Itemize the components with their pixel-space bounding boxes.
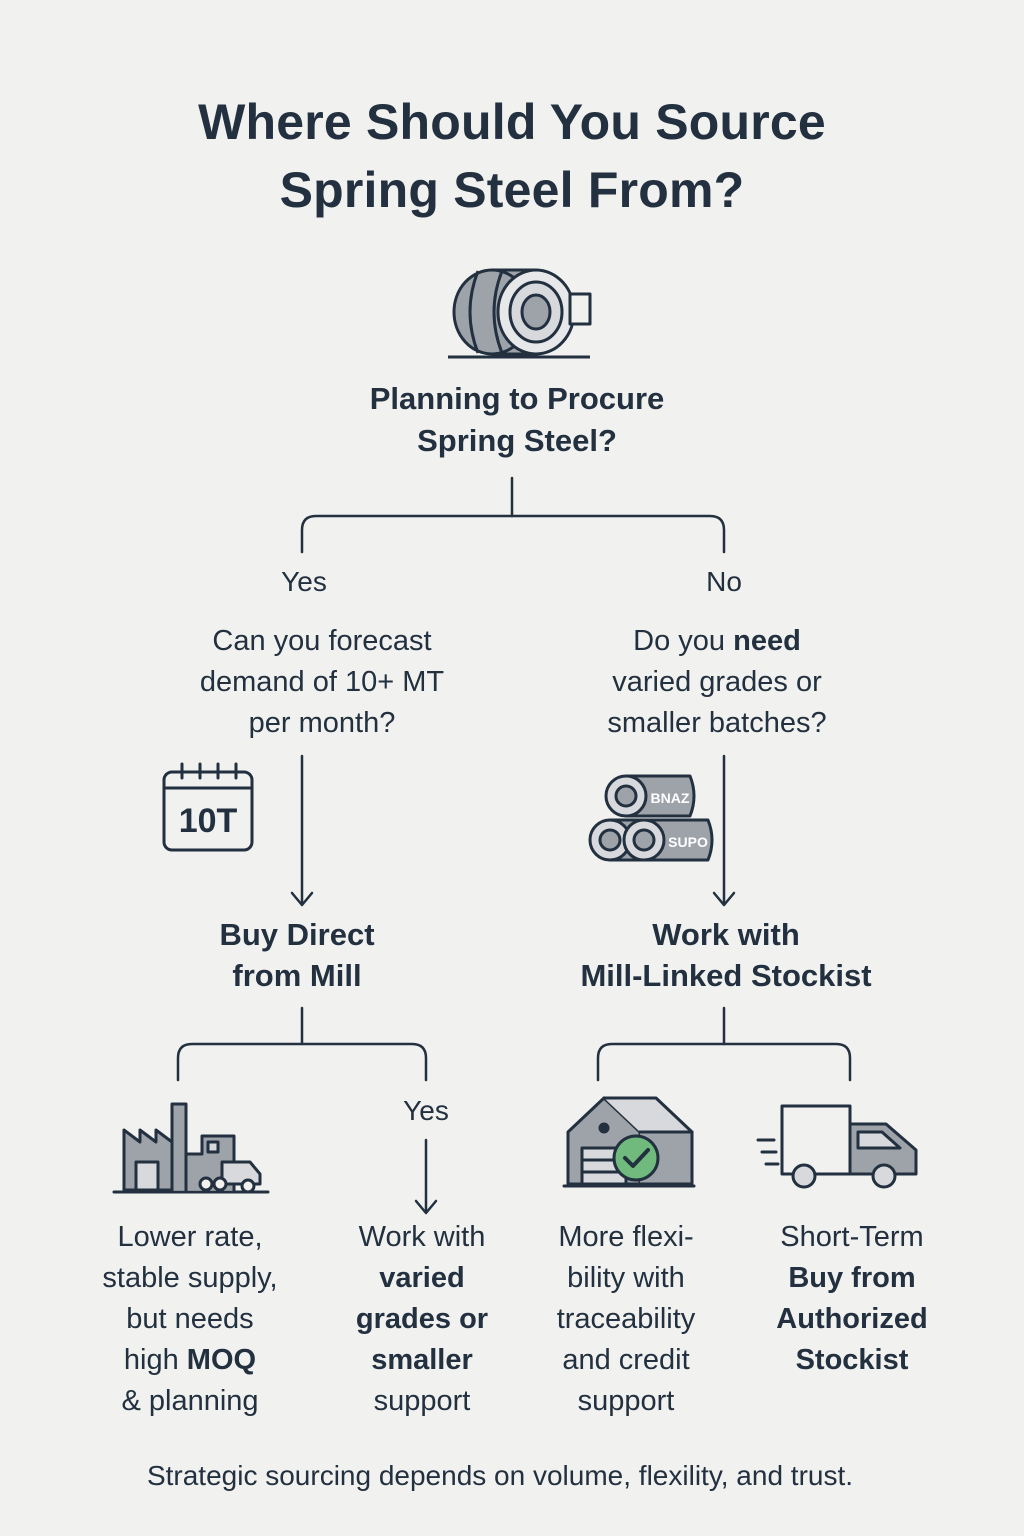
left-question-line-3: per month? [248, 707, 396, 739]
leaf-varied-line-3: grades or [355, 1303, 489, 1335]
leaf-varied-grades: Work with varied grades or smaller suppo… [332, 1217, 512, 1422]
left-question: Can you forecast demand of 10+ MT per mo… [152, 621, 492, 744]
left-decision-line-2: from Mill [232, 958, 362, 993]
page-title: Where Should You Source Spring Steel Fro… [0, 88, 1024, 224]
right-arrowhead [712, 891, 736, 907]
calendar-icon: 10T [162, 762, 254, 852]
lower-yes-arrowhead [414, 1199, 438, 1215]
title-line-2: Spring Steel From? [279, 162, 745, 218]
leaf-varied-line-5: support [373, 1385, 471, 1417]
branch-label-yes: Yes [281, 566, 327, 597]
leaf-flex-line-1: More flexi- [558, 1221, 694, 1253]
leaf-mill-line-3: but needs [126, 1303, 254, 1335]
leaf-short-line-1: Short-Term [780, 1221, 924, 1253]
right-question-line-1-emphasis: need [733, 625, 801, 657]
warehouse-check-icon [562, 1096, 696, 1188]
leaf-short-line-4: Stockist [795, 1344, 909, 1376]
right-decision-line-2: Mill-Linked Stockist [580, 958, 872, 993]
left-question-line-2: demand of 10+ MT [199, 666, 445, 698]
delivery-van-icon [756, 1104, 918, 1189]
root-question-line-1: Planning to Procure [369, 381, 665, 416]
leaf-mill-moq: MOQ [186, 1344, 257, 1376]
left-question-line-1: Can you forecast [212, 625, 432, 657]
leaf-mill-direct: Lower rate, stable supply, but needs hig… [70, 1217, 310, 1422]
leaf-flex-line-5: support [577, 1385, 675, 1417]
leaf-varied-line-1: Work with [358, 1221, 486, 1253]
leaf-flex-line-4: and credit [562, 1344, 690, 1376]
leaf-mill-line-5: & planning [121, 1385, 259, 1417]
leaf-short-term: Short-Term Buy from Authorized Stockist [746, 1217, 958, 1381]
leaf-short-line-3: Authorized [776, 1303, 928, 1335]
right-decision-line-1: Work with [652, 917, 800, 952]
branch-label-no: No [706, 566, 742, 597]
footer-caption: Strategic sourcing depends on volume, fl… [146, 1460, 854, 1491]
right-decision: Work with Mill-Linked Stockist [540, 914, 912, 996]
right-question: Do you need varied grades or smaller bat… [556, 621, 878, 744]
leaf-mill-line-2: stable supply, [102, 1262, 278, 1294]
right-decision-bracket [596, 1042, 852, 1082]
steel-coil-icon [448, 268, 592, 359]
root-question-line-2: Spring Steel? [417, 423, 617, 458]
coil-label-1: BNAZ [651, 790, 690, 806]
calendar-icon-text: 10T [179, 802, 238, 840]
right-question-line-1: Do you need [556, 621, 878, 662]
stacked-coils-icon: BNAZ SUPO [588, 774, 714, 862]
leaf-short-line-2: Buy from [788, 1262, 916, 1294]
factory-icon [112, 1102, 270, 1194]
title-line-1: Where Should You Source [198, 94, 826, 150]
left-arrowhead [290, 891, 314, 907]
left-decision: Buy Direct from Mill [152, 914, 442, 996]
coil-label-2: SUPO [668, 834, 708, 850]
right-question-line-2: varied grades or [612, 666, 822, 698]
leaf-varied-line-2: varied [379, 1262, 465, 1294]
leaf-varied-line-4: smaller [371, 1344, 473, 1376]
leaf-mill-line-4-text: high [123, 1344, 187, 1376]
left-decision-bracket [176, 1042, 428, 1082]
leaf-mill-line-1: Lower rate, [117, 1221, 263, 1253]
root-question: Planning to Procure Spring Steel? [312, 378, 722, 462]
leaf-flex-line-2: bility with [567, 1262, 685, 1294]
right-question-line-1-text: Do you [633, 625, 734, 657]
leaf-mill-line-4: high MOQ [70, 1340, 310, 1381]
leaf-flex-line-3: traceability [556, 1303, 696, 1335]
leaf-flexibility: More flexi- bility with traceability and… [526, 1217, 726, 1422]
left-decision-line-1: Buy Direct [219, 917, 375, 952]
branch-label-lower-yes: Yes [403, 1095, 449, 1126]
root-bracket-line [300, 514, 726, 554]
right-question-line-3: smaller batches? [607, 707, 827, 739]
